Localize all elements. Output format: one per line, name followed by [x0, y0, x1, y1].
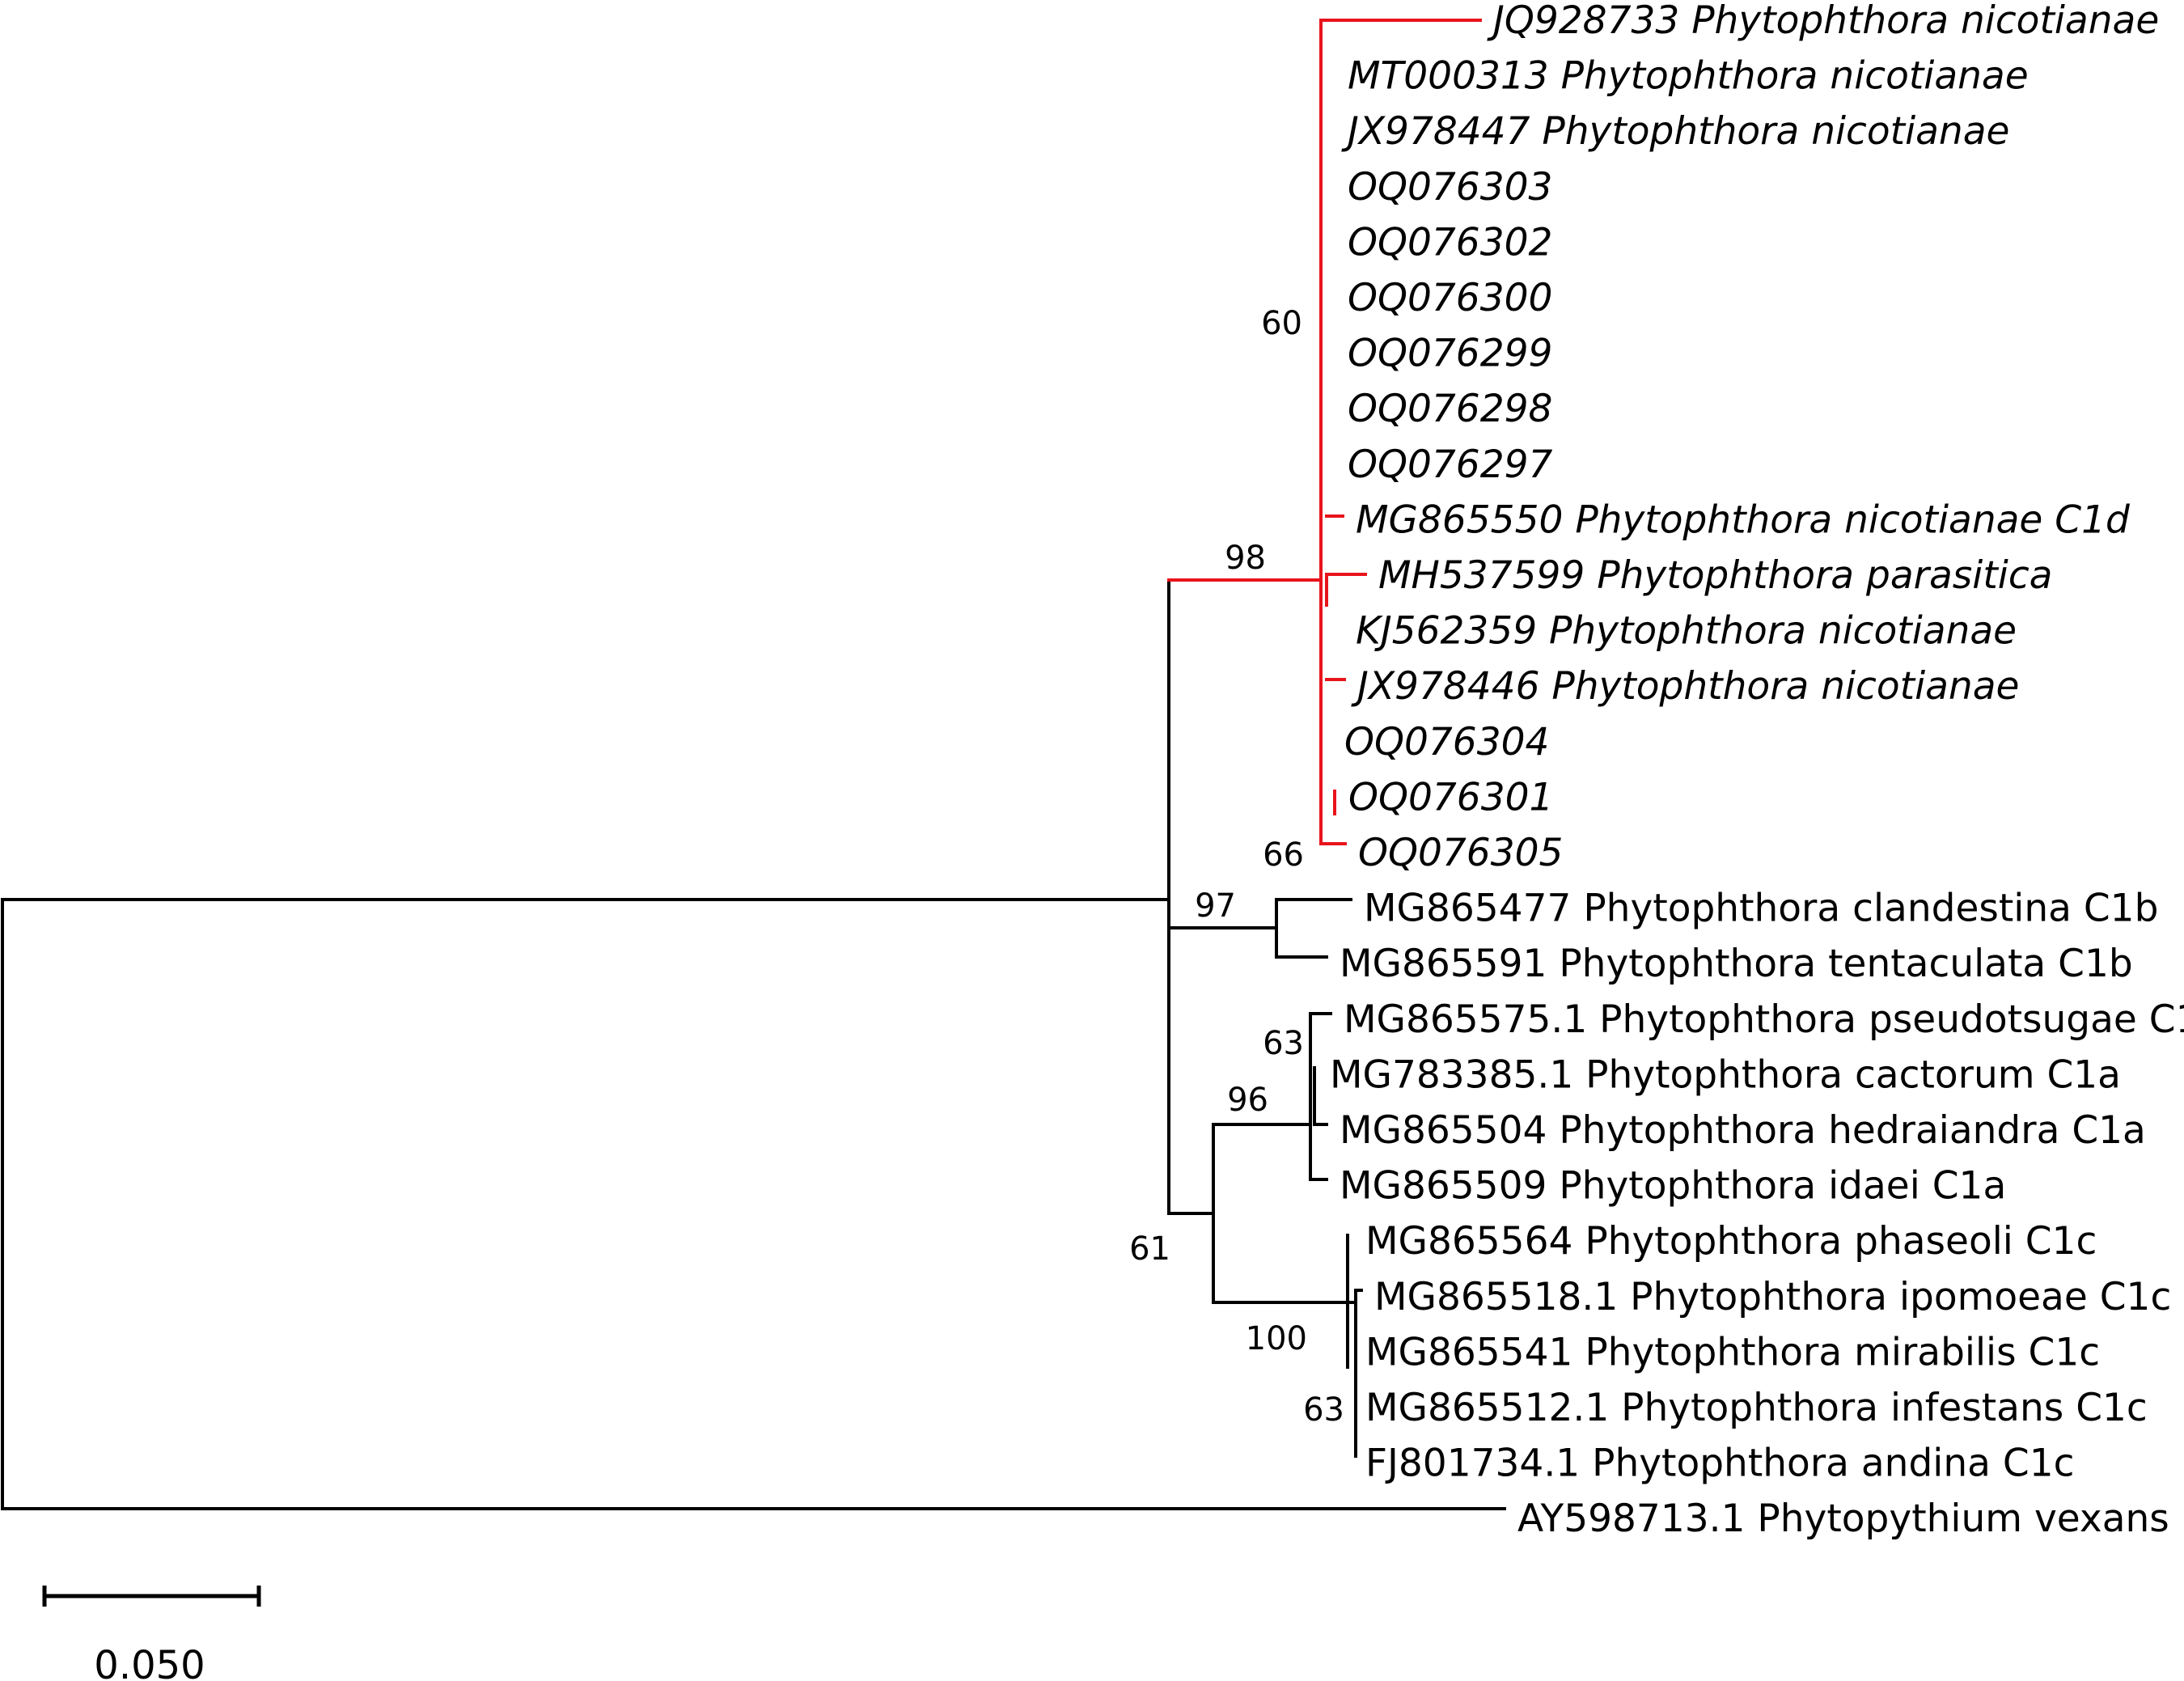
- taxon-label: OQ076302: [1348, 220, 1552, 265]
- taxon-label: MG865512.1 Phytophthora infestans C1c: [1365, 1386, 2148, 1430]
- taxon-label: OQ076297: [1348, 442, 1553, 487]
- taxon-label: OQ076301: [1348, 775, 1553, 819]
- bootstrap-labels: 60 98 66 97 63 96 61 100 63: [1129, 305, 1344, 1429]
- scale-bar-line: [42, 1586, 261, 1607]
- taxon-label: OQ076300: [1348, 276, 1552, 320]
- bootstrap-value: 97: [1195, 887, 1236, 925]
- tree-branches: [1, 19, 1506, 1510]
- bootstrap-value: 63: [1263, 1025, 1304, 1062]
- bootstrap-value: 98: [1225, 540, 1266, 577]
- taxon-label: MG783385.1 Phytophthora cactorum C1a: [1330, 1052, 2121, 1097]
- taxon-label: MG865550 Phytophthora nicotianae C1d: [1356, 498, 2131, 542]
- taxon-label: OQ076303: [1348, 165, 1552, 210]
- bootstrap-value: 96: [1227, 1082, 1268, 1119]
- tip-labels: JQ928733 Phytophthora nicotianaeMT000313…: [1330, 0, 2184, 1541]
- taxon-label: AY598713.1 Phytopythium vexans: [1517, 1497, 2169, 1541]
- scale-bar-label: 0.050: [94, 1643, 205, 1681]
- taxon-label: JQ928733 Phytophthora nicotianae: [1487, 0, 2159, 43]
- taxon-label: OQ076298: [1348, 387, 1552, 431]
- taxon-label: MG865518.1 Phytophthora ipomoeae C1c: [1374, 1275, 2171, 1319]
- taxon-label: OQ076299: [1348, 332, 1552, 376]
- taxon-label: MG865509 Phytophthora idaei C1a: [1340, 1164, 2006, 1209]
- taxon-label: OQ076305: [1358, 831, 1563, 875]
- bootstrap-value: 63: [1303, 1391, 1344, 1429]
- taxon-label: OQ076304: [1344, 720, 1549, 764]
- taxon-label: MG865504 Phytophthora hedraiandra C1a: [1340, 1108, 2146, 1153]
- taxon-label: MG865575.1 Phytophthora pseudotsugae C1a: [1344, 997, 2184, 1042]
- bootstrap-value: 66: [1263, 836, 1304, 874]
- taxon-label: FJ801734.1 Phytophthora andina C1c: [1365, 1442, 2074, 1486]
- bootstrap-value: 60: [1261, 305, 1302, 342]
- taxon-label: MG865564 Phytophthora phaseoli C1c: [1365, 1219, 2097, 1264]
- bootstrap-value: 61: [1129, 1230, 1170, 1268]
- taxon-label: MG865541 Phytophthora mirabilis C1c: [1365, 1330, 2100, 1374]
- taxon-label: MH537599 Phytophthora parasitica: [1378, 553, 2052, 598]
- taxon-label: JX978447 Phytophthora nicotianae: [1341, 109, 2009, 154]
- taxon-label: MT000313 Phytophthora nicotianae: [1348, 54, 2029, 99]
- taxon-label: MG865591 Phytophthora tentaculata C1b: [1340, 942, 2133, 986]
- bootstrap-value: 100: [1246, 1320, 1307, 1357]
- scale-bar: 0.050: [42, 1586, 261, 1681]
- taxon-label: KJ562359 Phytophthora nicotianae: [1356, 609, 2017, 654]
- taxon-label: JX978446 Phytophthora nicotianae: [1351, 664, 2019, 709]
- taxon-label: MG865477 Phytophthora clandestina C1b: [1364, 887, 2158, 931]
